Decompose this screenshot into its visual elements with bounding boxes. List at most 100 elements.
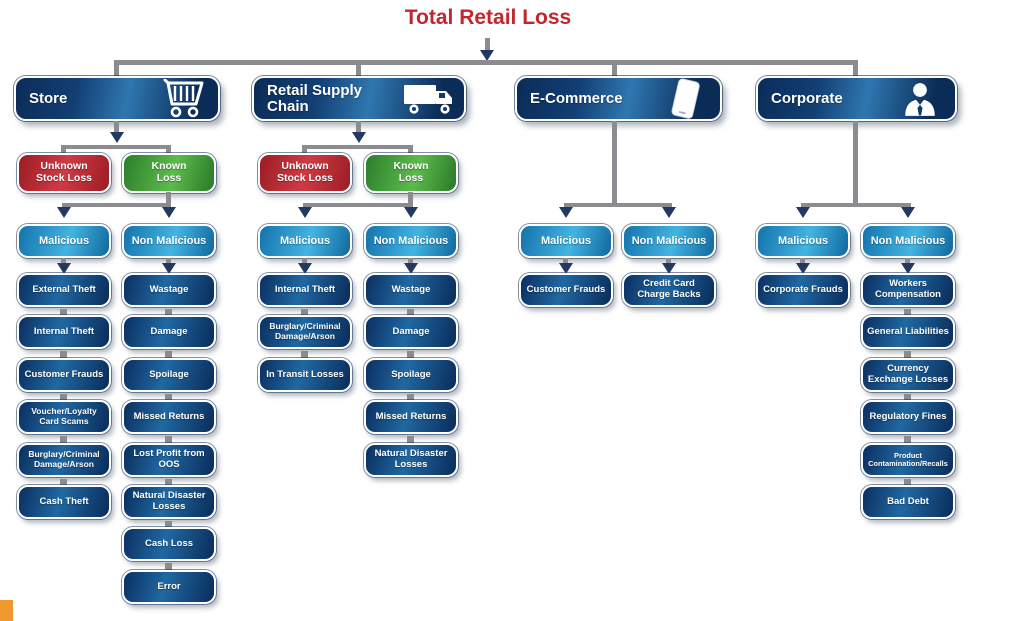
node-label: Spoilage bbox=[391, 368, 431, 380]
node-natural-disaster-losses: Natural Disaster Losses bbox=[364, 443, 458, 477]
node-bad-debt: Bad Debt bbox=[861, 485, 955, 519]
link-square bbox=[407, 436, 414, 443]
node-label: Missed Returns bbox=[133, 410, 205, 422]
node-currency-exchange-losses: Currency Exchange Losses bbox=[861, 358, 955, 392]
arrow-down-icon bbox=[57, 207, 71, 218]
connector-line bbox=[564, 203, 672, 207]
node-label: Cash Theft bbox=[39, 495, 89, 507]
link-square bbox=[165, 479, 172, 486]
node-known-loss: Known Loss bbox=[364, 153, 458, 193]
node-label: Voucher/Loyalty Card Scams bbox=[31, 406, 97, 426]
node-wastage: Wastage bbox=[364, 273, 458, 307]
link-square bbox=[165, 563, 172, 570]
connector-line bbox=[115, 60, 856, 65]
arrow-down-icon bbox=[901, 207, 915, 218]
connector-line bbox=[62, 203, 171, 207]
node-label: Damage bbox=[150, 325, 188, 337]
node-damage: Damage bbox=[364, 315, 458, 349]
connector-line bbox=[302, 145, 307, 155]
node-label: Non Malicious bbox=[870, 234, 946, 247]
node-malicious: Malicious bbox=[258, 224, 352, 258]
node-workers-compensation: Workers Compensation bbox=[861, 273, 955, 307]
businessman-icon bbox=[893, 81, 947, 117]
node-label: Burglary/Criminal Damage/Arson bbox=[269, 321, 341, 341]
node-unknown-stock-loss: Unknown Stock Loss bbox=[258, 153, 352, 193]
node-label: General Liabilities bbox=[867, 325, 949, 337]
connector-line bbox=[408, 192, 413, 205]
node-label: Burglary/Criminal Damage/Arson bbox=[28, 449, 100, 469]
node-known-loss: Known Loss bbox=[122, 153, 216, 193]
node-label: Corporate Frauds bbox=[763, 283, 843, 295]
node-label: Currency Exchange Losses bbox=[867, 363, 949, 385]
node-lost-profit-from-oos: Lost Profit from OOS bbox=[122, 443, 216, 477]
node-label: Known Loss bbox=[151, 160, 187, 184]
page-accent-bar bbox=[0, 600, 13, 621]
node-malicious: Malicious bbox=[756, 224, 850, 258]
arrow-down-icon bbox=[57, 263, 71, 274]
connector-line bbox=[612, 60, 617, 77]
arrow-down-icon bbox=[162, 207, 176, 218]
node-label: Internal Theft bbox=[33, 325, 95, 337]
arrow-down-icon bbox=[404, 263, 418, 274]
link-square bbox=[904, 436, 911, 443]
connector-line bbox=[485, 38, 490, 51]
link-square bbox=[60, 479, 67, 486]
connector-line bbox=[853, 60, 858, 77]
connector-line bbox=[166, 192, 171, 205]
link-square bbox=[165, 436, 172, 443]
node-label: Error bbox=[157, 580, 181, 592]
connector-line bbox=[563, 258, 568, 266]
connector-line bbox=[800, 258, 805, 266]
node-in-transit-losses: In Transit Losses bbox=[258, 358, 352, 392]
node-malicious: Malicious bbox=[17, 224, 111, 258]
node-burglary-criminal-damage-arson: Burglary/Criminal Damage/Arson bbox=[17, 443, 111, 477]
truck-icon bbox=[402, 82, 456, 116]
link-square bbox=[904, 394, 911, 401]
arrow-down-icon bbox=[662, 207, 676, 218]
branch-header-corporate: Corporate bbox=[756, 76, 957, 121]
branch-label: E-Commerce bbox=[530, 89, 623, 107]
node-label: Credit Card Charge Backs bbox=[637, 278, 701, 300]
arrow-down-icon bbox=[110, 132, 124, 143]
node-label: Missed Returns bbox=[375, 410, 447, 422]
node-label: Customer Frauds bbox=[526, 283, 606, 295]
node-credit-card-charge-backs: Credit Card Charge Backs bbox=[622, 273, 716, 307]
arrow-down-icon bbox=[796, 263, 810, 274]
arrow-down-icon bbox=[298, 207, 312, 218]
node-label: Wastage bbox=[149, 283, 189, 295]
branch-header-e-commerce: E-Commerce bbox=[515, 76, 722, 121]
link-square bbox=[904, 351, 911, 358]
node-non-malicious: Non Malicious bbox=[122, 224, 216, 258]
node-label: Spoilage bbox=[149, 368, 189, 380]
arrow-down-icon bbox=[404, 207, 418, 218]
node-burglary-criminal-damage-arson: Burglary/Criminal Damage/Arson bbox=[258, 315, 352, 349]
arrow-down-icon bbox=[559, 207, 573, 218]
node-voucher-loyalty-card-scams: Voucher/Loyalty Card Scams bbox=[17, 400, 111, 434]
node-label: Natural Disaster Losses bbox=[132, 490, 206, 512]
connector-line bbox=[853, 121, 858, 206]
node-internal-theft: Internal Theft bbox=[258, 273, 352, 307]
branch-label: Corporate bbox=[771, 89, 843, 107]
connector-line bbox=[114, 121, 119, 134]
node-regulatory-fines: Regulatory Fines bbox=[861, 400, 955, 434]
link-square bbox=[301, 351, 308, 358]
link-square bbox=[60, 351, 67, 358]
node-damage: Damage bbox=[122, 315, 216, 349]
node-label: External Theft bbox=[32, 283, 96, 295]
link-square bbox=[904, 479, 911, 486]
link-square bbox=[407, 351, 414, 358]
arrow-down-icon bbox=[352, 132, 366, 143]
node-label: Malicious bbox=[540, 234, 592, 247]
node-label: Non Malicious bbox=[373, 234, 449, 247]
node-non-malicious: Non Malicious bbox=[861, 224, 955, 258]
node-wastage: Wastage bbox=[122, 273, 216, 307]
node-label: Non Malicious bbox=[631, 234, 707, 247]
node-error: Error bbox=[122, 570, 216, 604]
node-label: Unknown Stock Loss bbox=[35, 160, 93, 184]
node-internal-theft: Internal Theft bbox=[17, 315, 111, 349]
node-non-malicious: Non Malicious bbox=[622, 224, 716, 258]
connector-line bbox=[61, 145, 66, 155]
node-label: Damage bbox=[392, 325, 430, 337]
connector-line bbox=[801, 203, 911, 207]
